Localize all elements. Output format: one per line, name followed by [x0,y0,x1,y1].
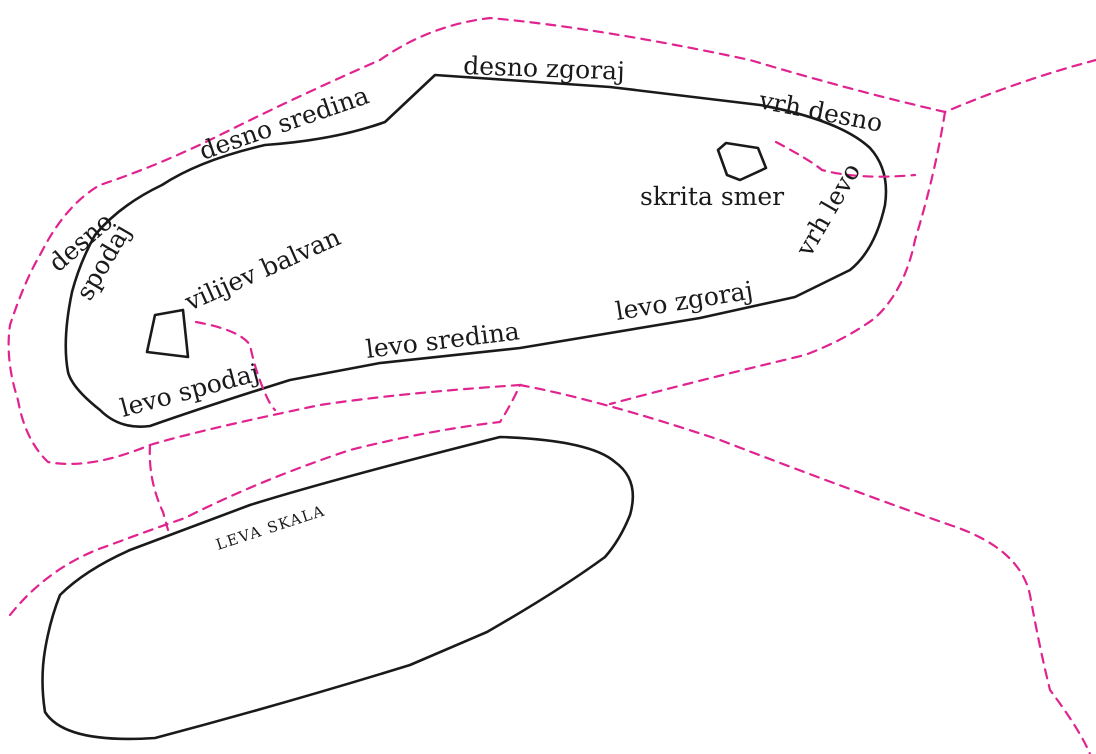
vilijev-balvan-boulder [145,308,190,359]
label-leva-skala: LEVA SKALA [214,502,328,554]
skrita-smer-spur-path [774,140,917,178]
label-levo-zgoraj: levo zgoraj [613,276,755,326]
leva-skala-outline [41,435,635,741]
label-vrh-levo: vrh levo [790,158,867,262]
label-desno-sredina: desno sredina [196,80,373,165]
label-skrita-smer: skrita smer [640,182,784,211]
gap-path [148,443,170,532]
outer-path-lower-right [518,383,1092,754]
main-rock-outline [64,73,888,428]
label-vilijev-balvan: vilijev balvan [180,222,345,317]
label-desno-zgoraj: desno zgoraj [463,51,625,86]
skrita-smer-boulder [716,141,768,182]
outer-path-right [608,110,947,406]
outer-path-top [7,16,1096,617]
vilijev-spur-path [194,320,277,412]
